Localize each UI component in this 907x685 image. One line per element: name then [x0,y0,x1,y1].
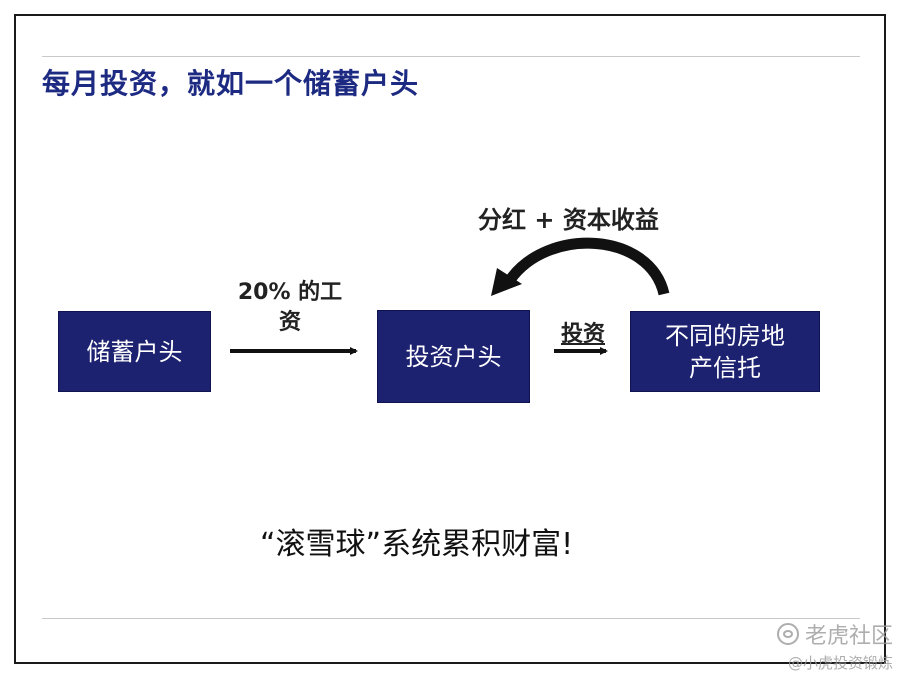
investment-account-box: 投资户头 [377,310,530,403]
investment-account-label: 投资户头 [405,342,502,371]
reit-label-line2: 产信托 [689,353,761,382]
reit-box: 不同的房地 产信托 [630,311,820,392]
watermark-brand: 老虎社区 [804,624,893,649]
top-divider [42,56,860,57]
income-label-line2: 资 [278,310,301,335]
returns-curve-arrow [505,237,670,296]
savings-account-label: 储蓄户头 [86,337,183,366]
invest-edge-label: 投资 [560,322,605,347]
bottom-divider [42,618,860,619]
watermark-handle: @小虎投资锻炼 [787,654,893,672]
income-edge-label: 20% 的工 资 [225,278,355,338]
returns-edge-label: 分红 + 资本收益 [478,206,659,234]
slide-title: 每月投资，就如一个储蓄户头 [42,67,420,100]
slogan: “滚雪球”系统累积财富! [260,527,574,562]
watermark-brand-row: 老虎社区 [776,618,893,650]
returns-arrowhead [491,268,522,296]
savings-account-box: 储蓄户头 [58,311,211,392]
income-label-line1: 20% 的工 [237,280,343,305]
reit-label-line1: 不同的房地 [665,321,785,350]
tiger-logo-icon [776,623,799,645]
watermark: 老虎社区 @小虎投资锻炼 [776,618,893,673]
